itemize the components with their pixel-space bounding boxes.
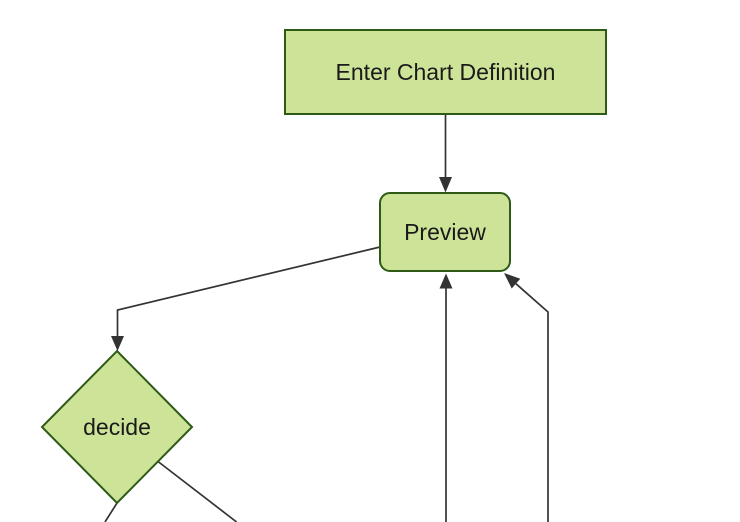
arrowhead-down-icon [111,336,124,351]
edge-decide-to-offscreen-left [104,502,118,522]
node-decide-shape [40,349,194,505]
node-preview: Preview [379,192,511,272]
node-enter-chart-definition-shape [284,29,607,115]
arrowhead-up-icon [439,273,453,289]
edge-preview-to-decide [116,246,381,337]
arrowhead-down-icon [439,177,452,193]
edge-decide-to-offscreen-right [157,460,238,522]
edge-offscreen-to-preview-2 [515,283,549,522]
arrowhead-up-left-icon [504,273,521,289]
node-enter-chart-definition-label: Enter Chart Definition [336,59,556,85]
node-enter-chart-definition: Enter Chart Definition [284,29,607,115]
node-preview-label: Preview [404,219,486,245]
node-preview-shape [379,192,511,272]
node-decide: decide [40,349,194,505]
node-layer: Enter Chart Definition Preview decide [40,29,607,505]
node-decide-label: decide [83,414,151,440]
edge-layer [104,114,549,522]
